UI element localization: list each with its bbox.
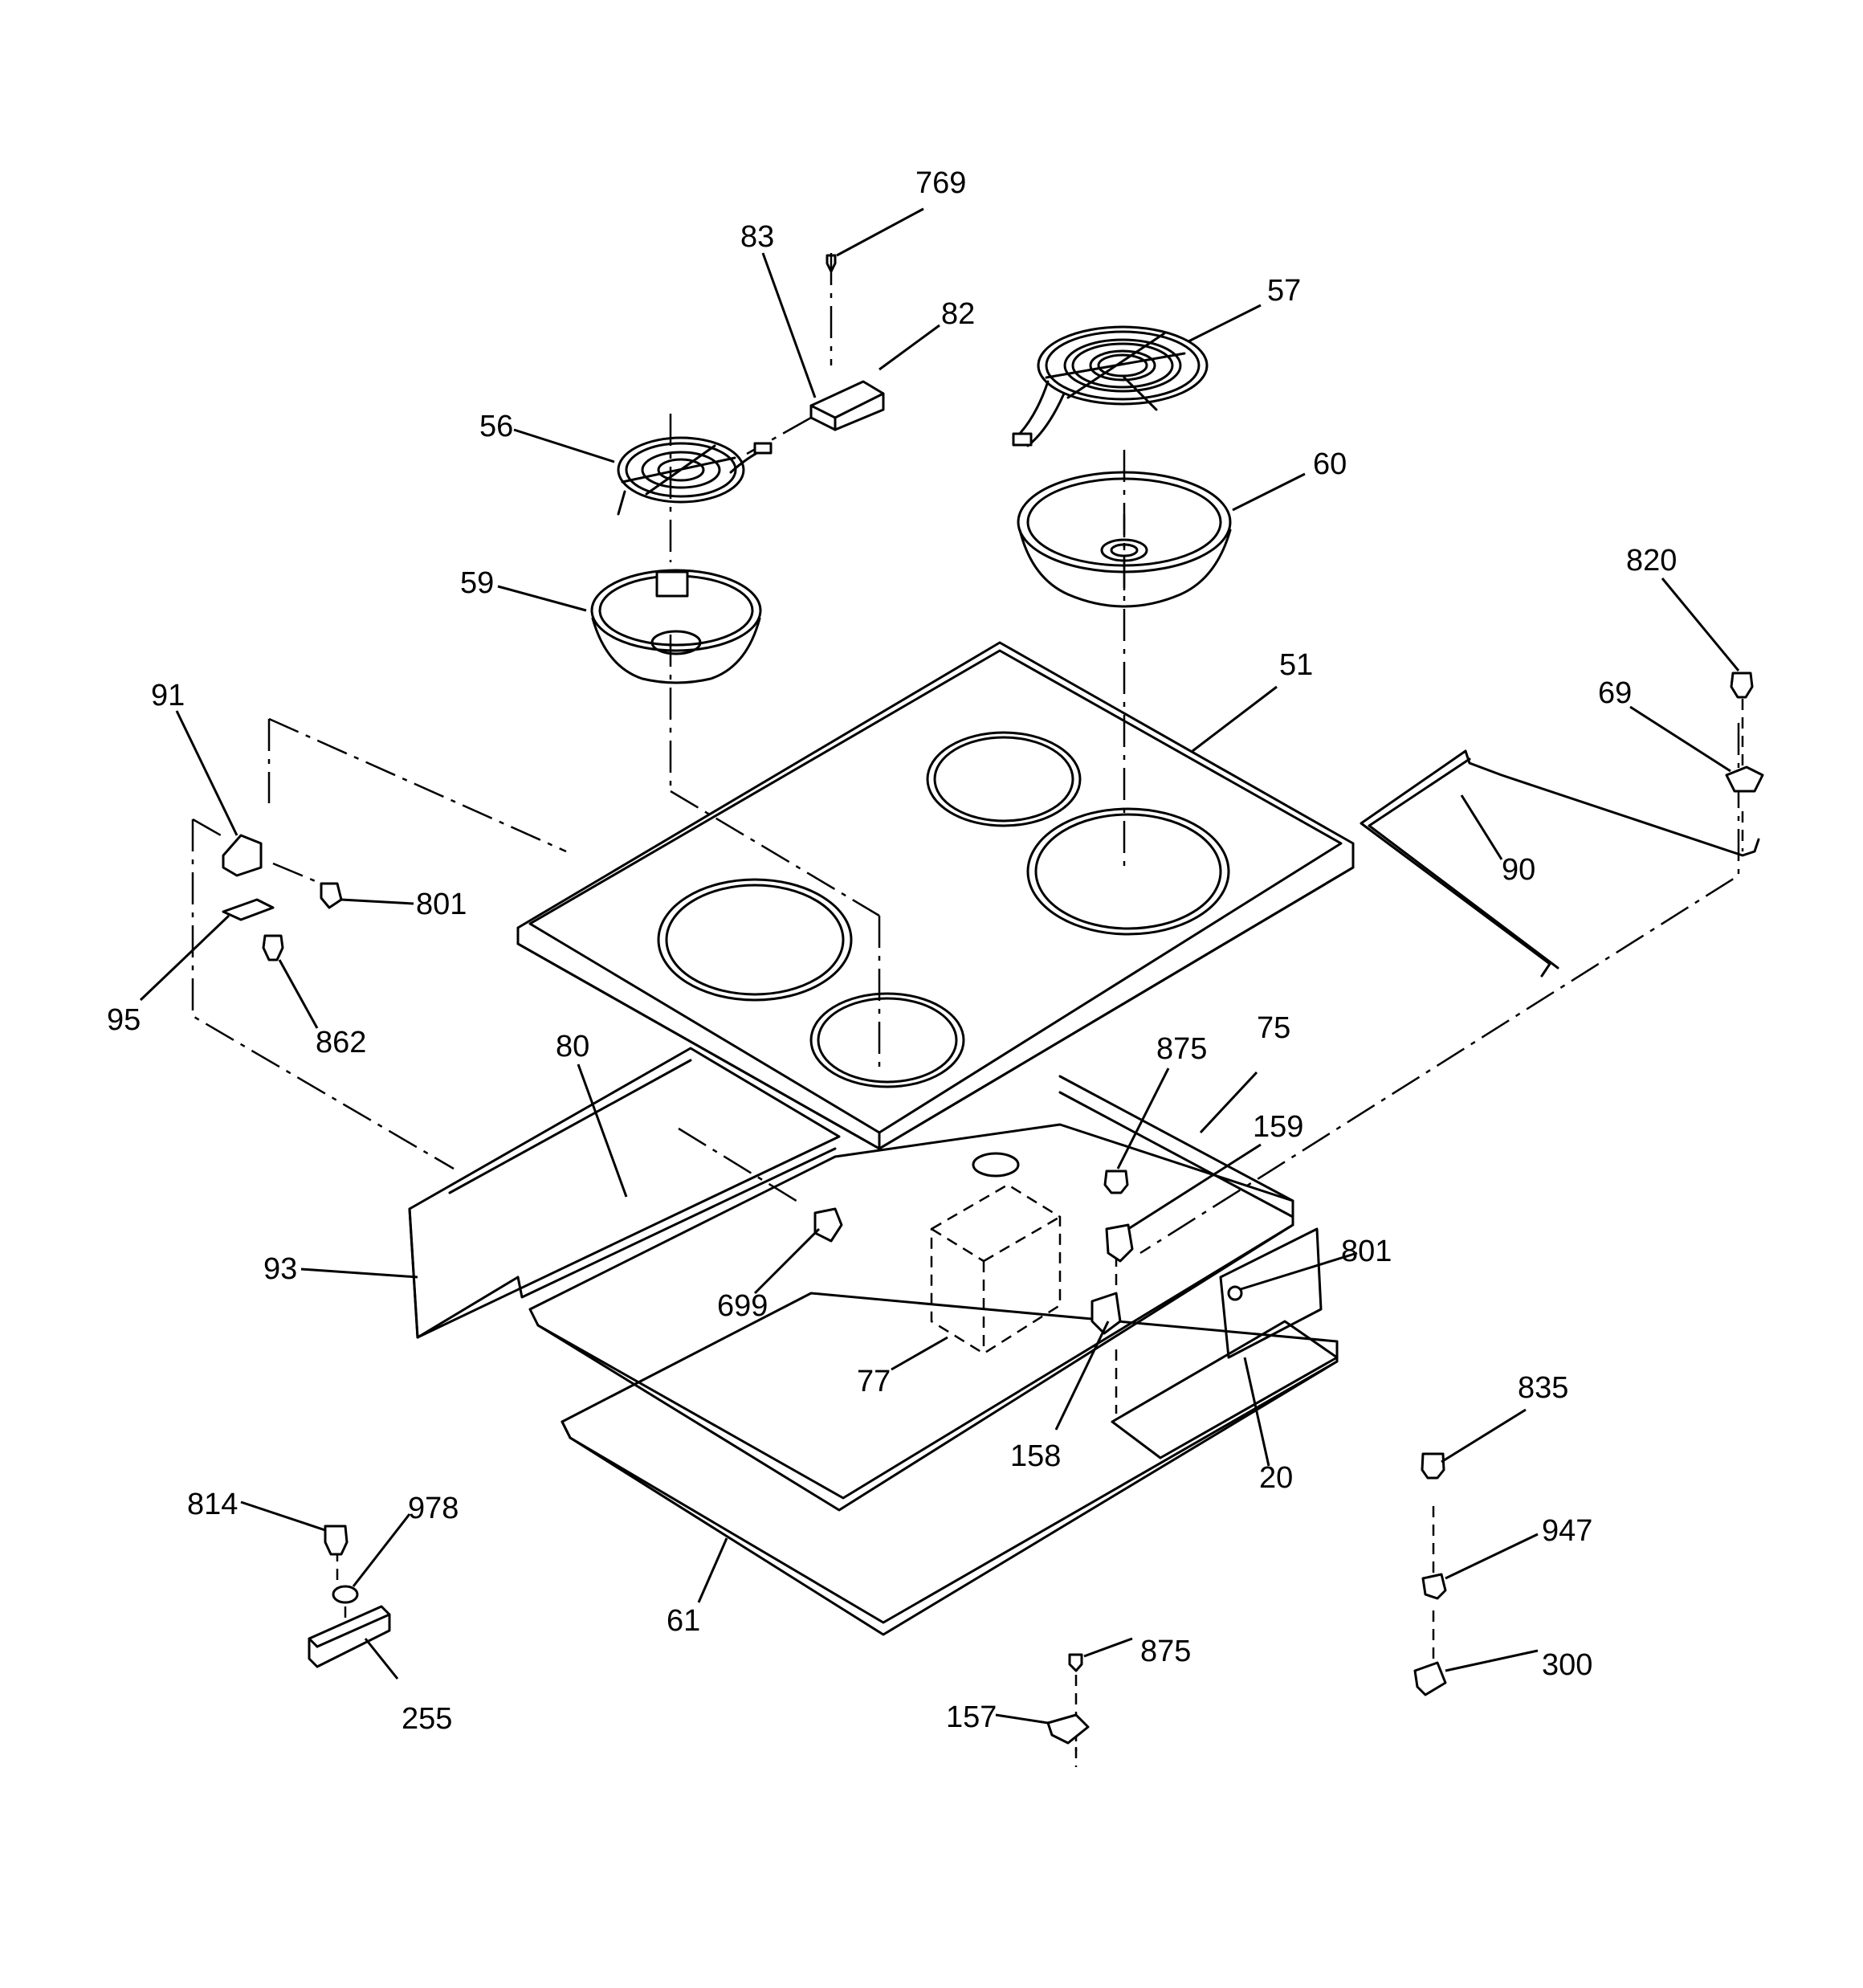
callout-300: 300 (1542, 1648, 1592, 1682)
callout-57: 57 (1267, 274, 1301, 308)
callout-61: 61 (667, 1604, 700, 1638)
junction-box-outline (930, 1152, 1062, 1355)
callout-814: 814 (187, 1488, 238, 1521)
small-surface-element (617, 436, 773, 516)
callout-769: 769 (915, 166, 966, 200)
callout-90: 90 (1502, 853, 1535, 887)
callout-699: 699 (717, 1289, 768, 1323)
left-side-panel (408, 1047, 841, 1339)
callout-978: 978 (408, 1492, 459, 1525)
callout-56: 56 (479, 410, 513, 443)
callout-862: 862 (316, 1026, 366, 1059)
main-cooktop (516, 641, 1355, 1150)
callout-83: 83 (740, 220, 774, 254)
callout-75: 75 (1257, 1011, 1290, 1045)
callout-51: 51 (1279, 648, 1313, 682)
lower-pan (561, 1292, 1339, 1636)
callout-801-right: 801 (1341, 1235, 1392, 1268)
burner-box-tray (528, 1075, 1294, 1512)
receptacle-block (809, 254, 885, 431)
clip-and-screw (1725, 672, 1764, 793)
callout-158: 158 (1010, 1439, 1061, 1473)
callout-59: 59 (460, 566, 494, 600)
small-drip-pan (590, 569, 762, 684)
callout-801-left: 801 (416, 888, 467, 921)
callout-91: 91 (151, 679, 185, 712)
support-rod (1360, 749, 1760, 978)
callout-875-upper: 875 (1156, 1032, 1207, 1066)
callout-875-lower: 875 (1140, 1635, 1191, 1668)
large-drip-pan (1017, 471, 1232, 608)
callout-255: 255 (402, 1702, 452, 1736)
callout-159: 159 (1253, 1110, 1303, 1144)
callout-835: 835 (1518, 1371, 1568, 1405)
callout-93: 93 (263, 1252, 297, 1286)
callout-77: 77 (857, 1365, 891, 1398)
terminal-block (1111, 1227, 1339, 1459)
small-hardware (324, 1170, 1447, 1745)
callout-labels: 769 83 82 57 56 60 59 820 51 69 91 90 80… (107, 166, 1677, 1736)
callout-60: 60 (1313, 447, 1347, 481)
callout-69: 69 (1598, 676, 1632, 710)
callout-947: 947 (1542, 1514, 1592, 1548)
left-bracket-hardware (222, 834, 343, 961)
callout-95: 95 (107, 1003, 141, 1037)
callout-820: 820 (1626, 544, 1677, 578)
large-surface-element (1012, 325, 1209, 447)
callout-82: 82 (941, 297, 975, 331)
callout-157: 157 (946, 1700, 997, 1734)
callout-80: 80 (556, 1030, 589, 1063)
wire-holder (308, 1605, 391, 1668)
callout-leader-lines (139, 207, 1740, 1725)
assembly-guide-lines (191, 253, 1744, 1767)
callout-20: 20 (1259, 1461, 1293, 1495)
